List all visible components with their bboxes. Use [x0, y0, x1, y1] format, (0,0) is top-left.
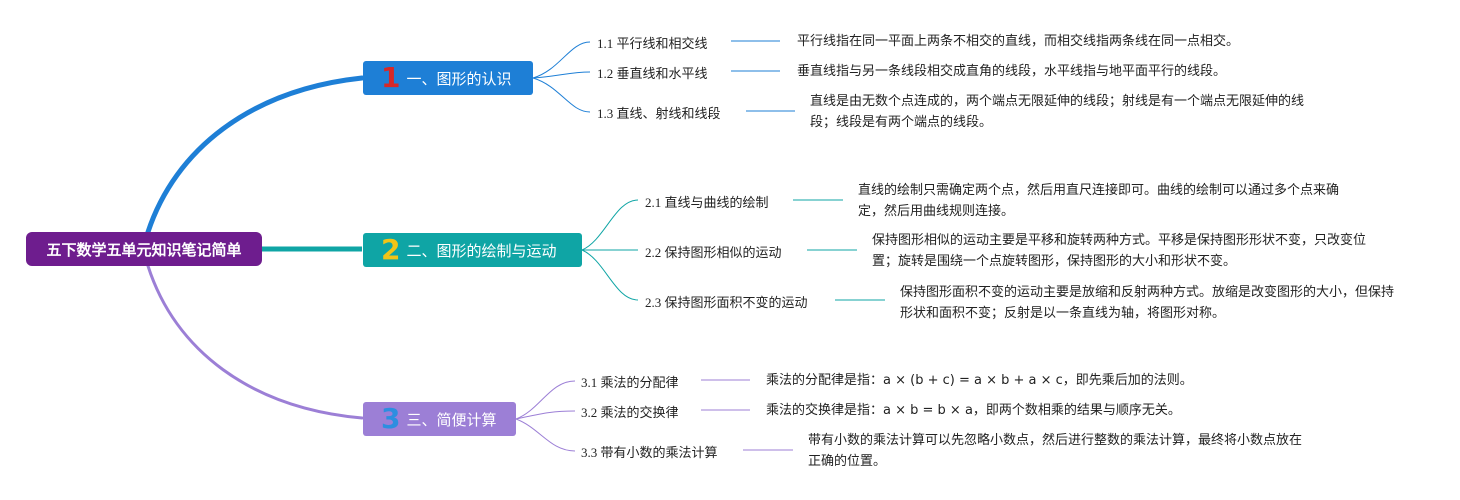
- root-topic[interactable]: 五下数学五单元知识笔记简单: [26, 232, 262, 266]
- description-1-1: 平行线指在同一平面上两条不相交的直线，而相交线指两条线在同一点相交。: [797, 34, 1240, 49]
- root-title: 五下数学五单元知识笔记简单: [46, 240, 242, 259]
- description-2-2: 保持图形相似的运动主要是平移和旋转两种方式。平移是保持图形形状不变，只改变位置；…: [872, 233, 1367, 269]
- description-3-3: 带有小数的乘法计算可以先忽略小数点，然后进行整数的乘法计算，最终将小数点放在正确…: [808, 433, 1303, 469]
- branch-1-topic[interactable]: 1 一、图形的认识: [363, 61, 533, 95]
- subtopic-2-1[interactable]: 2.1 直线与曲线的绘制: [645, 195, 769, 210]
- subtopic-3-1[interactable]: 3.1 乘法的分配律: [581, 375, 679, 390]
- subtopic-3-3[interactable]: 3.3 带有小数的乘法计算: [581, 445, 718, 460]
- description-1-3: 直线是由无数个点连成的，两个端点无限延伸的线段；射线是有一个端点无限延伸的线段；…: [810, 94, 1305, 130]
- connector-branch2-item3: [581, 249, 639, 301]
- connector-branch3-item1: [515, 380, 576, 420]
- connector-branch1-item3: [532, 77, 591, 113]
- connector-root-branch-3: [146, 264, 364, 420]
- branch-3-topic[interactable]: 3 三、简便计算: [363, 402, 516, 436]
- connector-branch3-item3: [515, 418, 576, 452]
- subtopic-2-2[interactable]: 2.2 保持图形相似的运动: [645, 245, 782, 260]
- branch-3-number: 3: [381, 402, 401, 435]
- subtopic-2-3[interactable]: 2.3 保持图形面积不变的运动: [645, 295, 808, 310]
- branch-3-title: 三、简便计算: [406, 410, 497, 429]
- connector-branch2-item1: [581, 199, 639, 251]
- description-2-3: 保持图形面积不变的运动主要是放缩和反射两种方式。放缩是改变图形的大小，但保持形状…: [900, 285, 1395, 321]
- connector-branch1-item2: [532, 71, 591, 79]
- branch-1-title: 一、图形的认识: [406, 69, 512, 88]
- branch-1-number: 1: [381, 61, 401, 94]
- subtopic-3-2[interactable]: 3.2 乘法的交换律: [581, 405, 679, 420]
- branch-2-topic[interactable]: 2 二、图形的绘制与运动: [363, 233, 582, 267]
- branch-2-number: 2: [381, 233, 401, 266]
- connector-branch3-item2: [515, 410, 576, 420]
- description-2-1: 直线的绘制只需确定两个点，然后用直尺连接即可。曲线的绘制可以通过多个点来确定，然…: [858, 183, 1340, 219]
- connector-branch1-item1: [532, 41, 591, 79]
- branch-2-title: 二、图形的绘制与运动: [406, 241, 557, 260]
- subtopic-1-3[interactable]: 1.3 直线、射线和线段: [597, 106, 721, 121]
- description-3-1: 乘法的分配律是指：a × (b + c) = a × b + a × c，即先乘…: [766, 373, 1193, 388]
- connector-root-branch-1: [145, 75, 365, 235]
- description-3-2: 乘法的交换律是指：a × b = b × a，即两个数相乘的结果与顺序无关。: [766, 403, 1181, 418]
- subtopic-1-1[interactable]: 1.1 平行线和相交线: [597, 36, 708, 51]
- description-1-2: 垂直线指与另一条线段相交成直角的线段，水平线指与地平面平行的线段。: [797, 64, 1227, 79]
- subtopic-1-2[interactable]: 1.2 垂直线和水平线: [597, 66, 708, 81]
